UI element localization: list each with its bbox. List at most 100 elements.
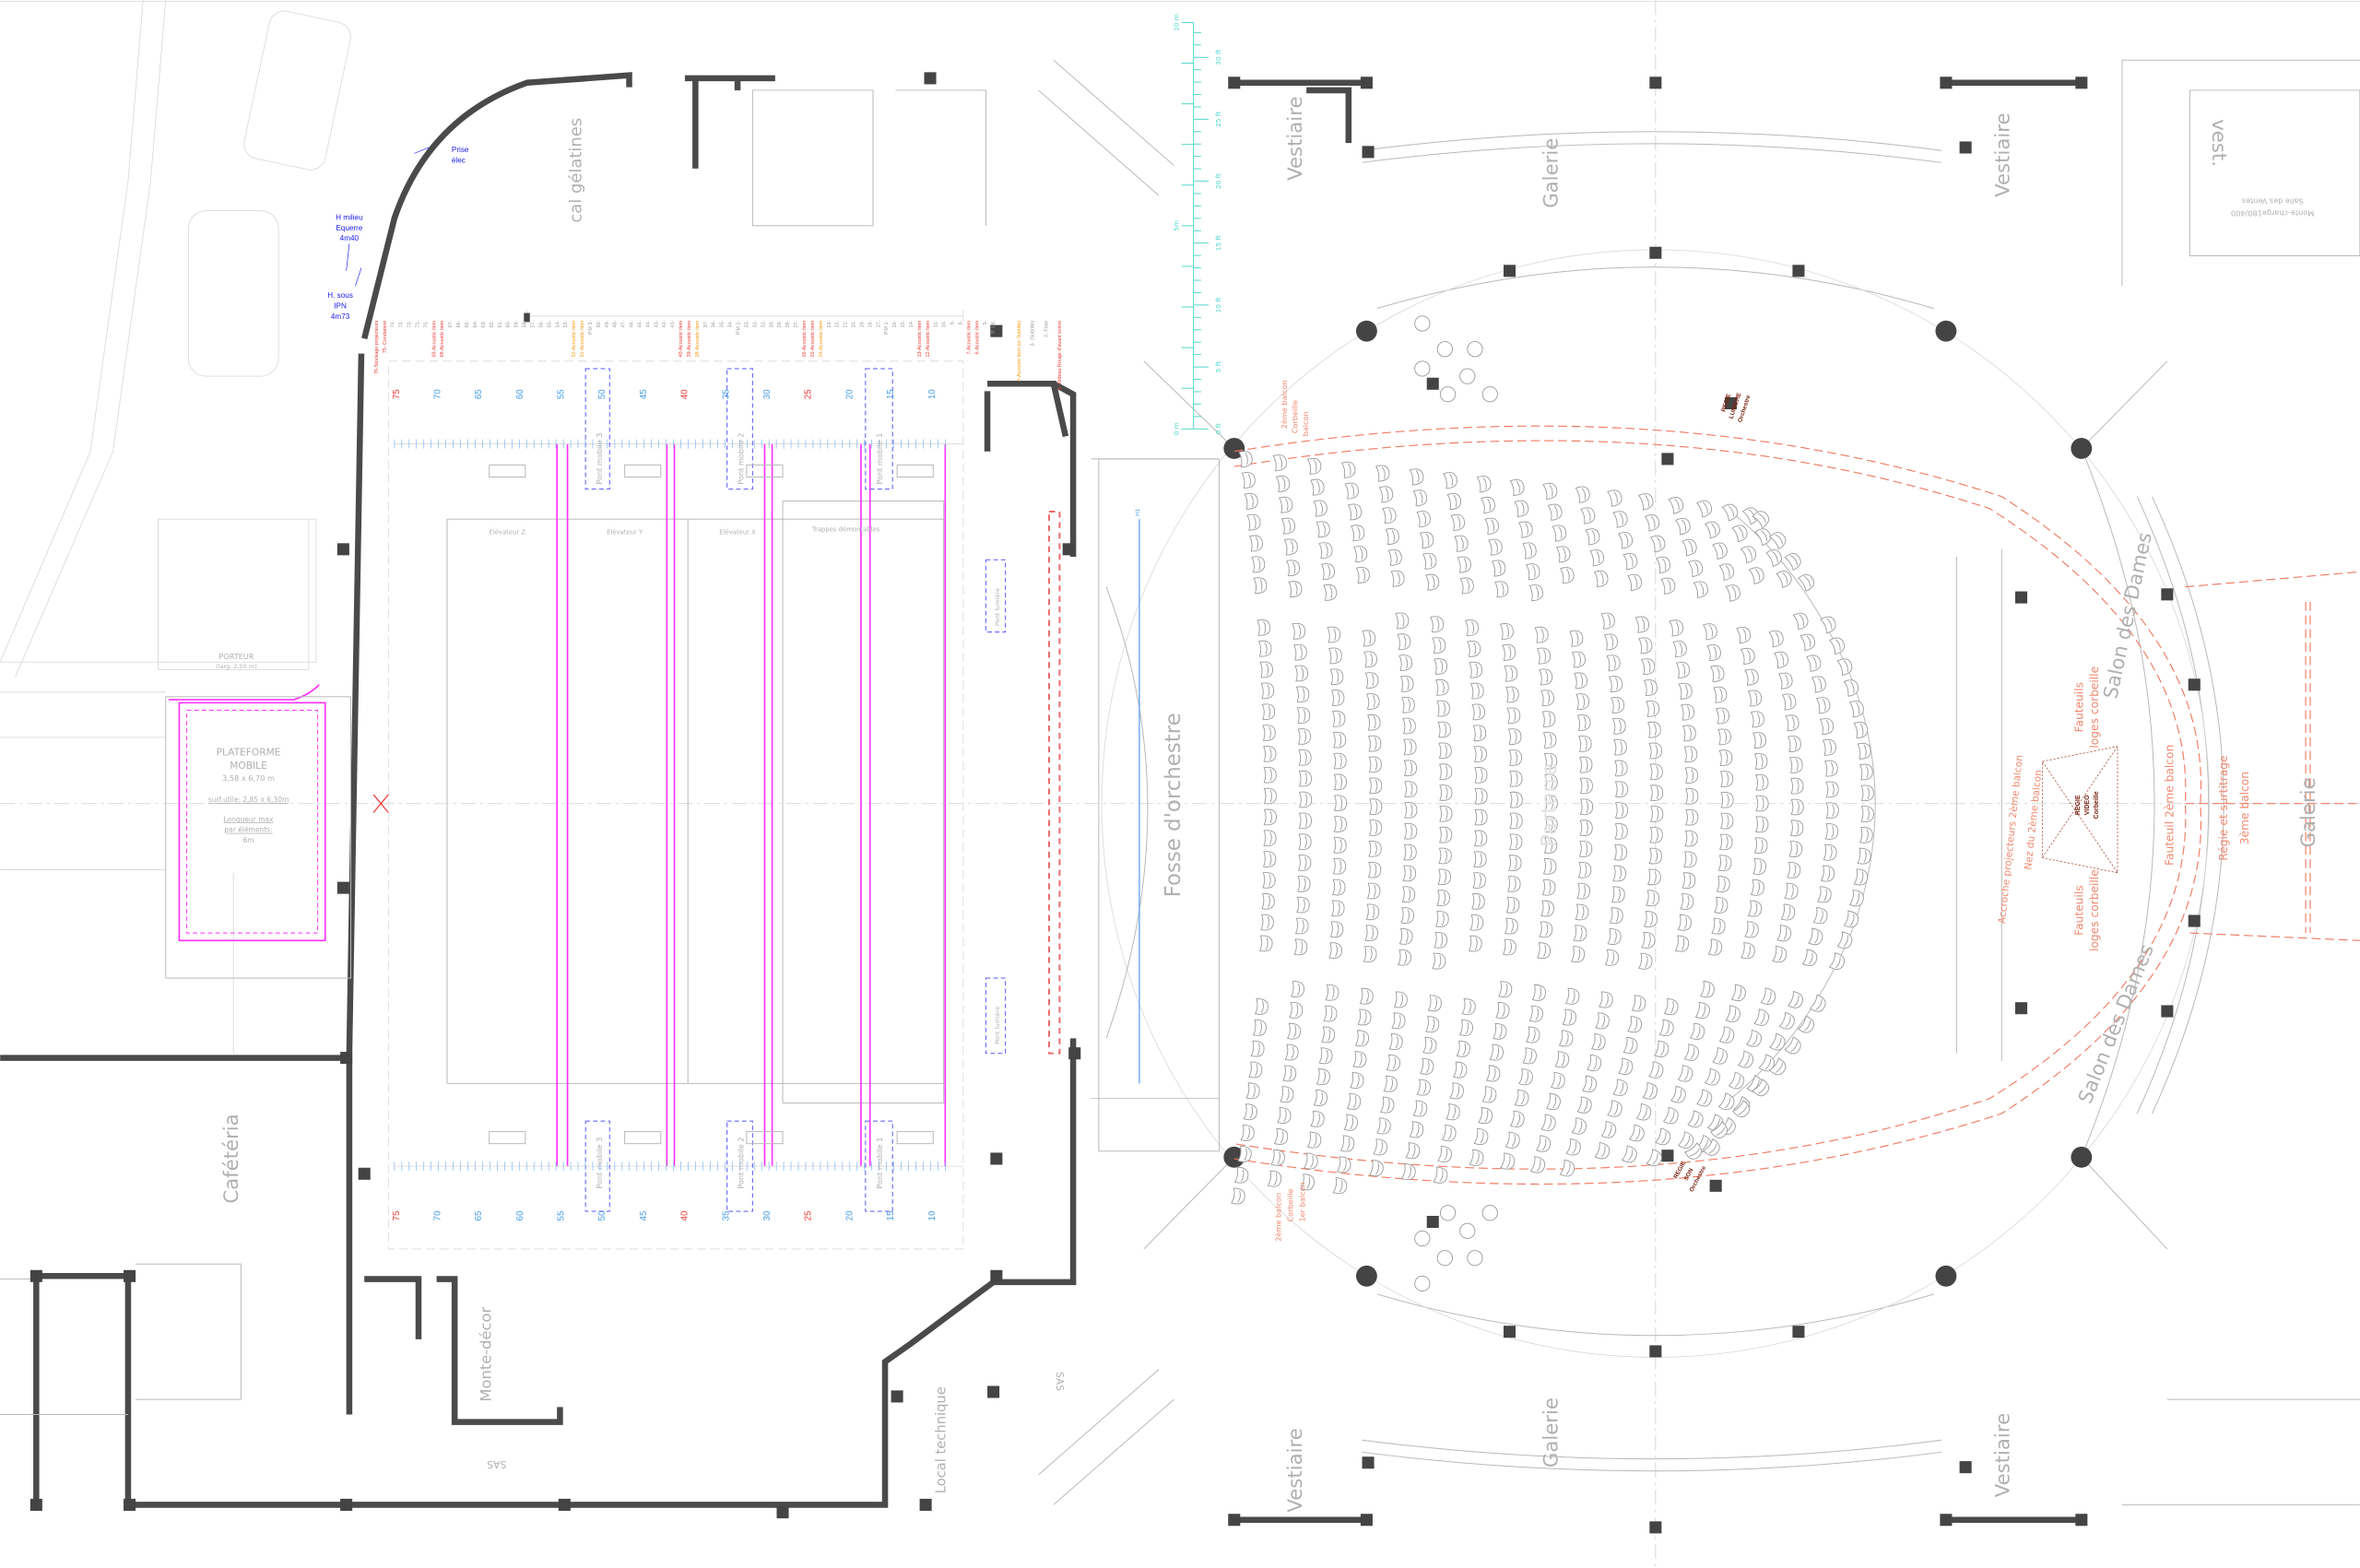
- seat: [1784, 552, 1801, 572]
- seat: [1398, 654, 1412, 671]
- batten-scale-number: 65: [474, 1210, 484, 1220]
- seat: [1298, 812, 1312, 830]
- note-h-sous: H. sous: [327, 291, 353, 300]
- seat: [1294, 665, 1309, 682]
- seat: [1363, 651, 1377, 668]
- h1-label: H1: [1135, 508, 1141, 516]
- seat: [1369, 1160, 1384, 1177]
- batten-label: 9-: [950, 321, 956, 325]
- seat: [1465, 619, 1479, 636]
- seat: [1422, 1037, 1437, 1054]
- seat: [1744, 921, 1759, 938]
- seat: [1710, 1121, 1729, 1138]
- pillar: [2075, 1514, 2088, 1527]
- seat: [1258, 935, 1273, 952]
- seat: [1362, 630, 1376, 647]
- batten-label: 71-: [415, 321, 420, 328]
- seat: [1509, 478, 1525, 497]
- seat: [1443, 472, 1457, 489]
- pont-mobile-3-bottom: Pont mobile 3: [595, 1138, 604, 1189]
- seat: [1853, 868, 1869, 886]
- seat: [1825, 802, 1839, 819]
- seat: [1400, 1162, 1416, 1181]
- seat: [1237, 1145, 1252, 1162]
- seat: [1364, 925, 1378, 942]
- seat: [1635, 1102, 1652, 1121]
- pillar: [924, 72, 937, 85]
- nez-balcon-label: Nez du 2ème balcon: [2022, 769, 2044, 870]
- seat: [1648, 847, 1662, 865]
- seat: [1467, 640, 1481, 657]
- pillar: [2161, 588, 2174, 601]
- seat: [1403, 760, 1418, 777]
- seat: [1600, 612, 1615, 630]
- batten-scale-number: 55: [557, 389, 567, 399]
- galerie-label-top: Galerie: [1540, 138, 1564, 208]
- fauteuil-2eme-label: Fauteuil 2ème balcon: [2163, 745, 2176, 866]
- seat: [1720, 791, 1734, 808]
- batten-label: 16-: [892, 321, 898, 328]
- batten-label: 38-Acoustic item: [695, 320, 701, 357]
- seat: [1450, 513, 1466, 531]
- batten-front-label: 4-Acoustic item (or Subtitle): [1017, 321, 1022, 382]
- seat: [1514, 500, 1529, 517]
- seat: [1434, 931, 1448, 949]
- seat: [1363, 946, 1377, 962]
- pont-mobile-3-top: Pont mobile 3: [595, 433, 604, 485]
- batten-scale-number: 20: [844, 389, 855, 399]
- batten-label: P.M 1-: [884, 321, 890, 335]
- seat: [1675, 662, 1691, 678]
- batten-label: 76-Stockage projecteurs: [374, 320, 380, 374]
- seat: [1293, 643, 1307, 661]
- seat: [1576, 882, 1590, 900]
- batten-scale-number: 50: [597, 1210, 608, 1220]
- seat: [1257, 619, 1271, 636]
- seat: [1750, 878, 1764, 896]
- note-prise-elec-1: Prise: [452, 146, 469, 154]
- note-ipn: IPN: [334, 302, 347, 311]
- seat: [1587, 1054, 1602, 1072]
- mobile-platform: [158, 518, 389, 979]
- seat: [1836, 658, 1853, 677]
- seat: [1731, 525, 1748, 543]
- seat: [1787, 990, 1803, 1008]
- batten-scale-number: 10: [927, 389, 938, 399]
- seat: [1641, 658, 1656, 676]
- batten-label: 70-: [423, 321, 429, 328]
- batten-label: 39-Acoustic item: [687, 320, 692, 357]
- seat: [1298, 833, 1312, 850]
- seat: [1670, 1085, 1686, 1103]
- seat: [1612, 865, 1626, 882]
- batten-label: 62-: [490, 321, 495, 328]
- fauteuils-bottom-1: Fauteuils: [2072, 885, 2085, 935]
- batten-label: 26-Acoustic item: [802, 320, 808, 357]
- seat: [1675, 517, 1691, 536]
- ruler-foot-label: 10 ft: [1214, 297, 1222, 312]
- seat: [1683, 1043, 1699, 1061]
- batten-label: 19-: [859, 321, 865, 328]
- batten-label: 25-Acoustic item: [810, 320, 816, 357]
- seat: [1539, 668, 1553, 686]
- seat: [1393, 991, 1408, 1008]
- trappes-label: Trappes démontables: [811, 525, 880, 533]
- seat: [1684, 767, 1699, 784]
- seat: [1403, 738, 1417, 756]
- seat: [1677, 1065, 1693, 1082]
- batten-label: 18-: [867, 321, 873, 328]
- seat: [1474, 808, 1488, 826]
- seat: [1355, 567, 1370, 584]
- note-4m73: 4m73: [331, 312, 350, 321]
- seat: [1576, 1096, 1592, 1114]
- pillar: [2188, 678, 2201, 691]
- batten-label: 72-: [407, 321, 413, 328]
- pillar: [1649, 77, 1662, 89]
- seat: [1860, 784, 1874, 802]
- plateforme-size: 3,58 x 6,70 m: [222, 773, 275, 783]
- seat: [1565, 1138, 1581, 1156]
- seat: [1446, 493, 1462, 511]
- seat: [1611, 886, 1625, 903]
- plateforme-maxlen-3: 6m: [242, 836, 254, 844]
- accroche-label: Accroche projecteurs 2ème balcon: [1996, 754, 2025, 924]
- seat: [1811, 676, 1826, 693]
- seat: [1558, 1030, 1574, 1047]
